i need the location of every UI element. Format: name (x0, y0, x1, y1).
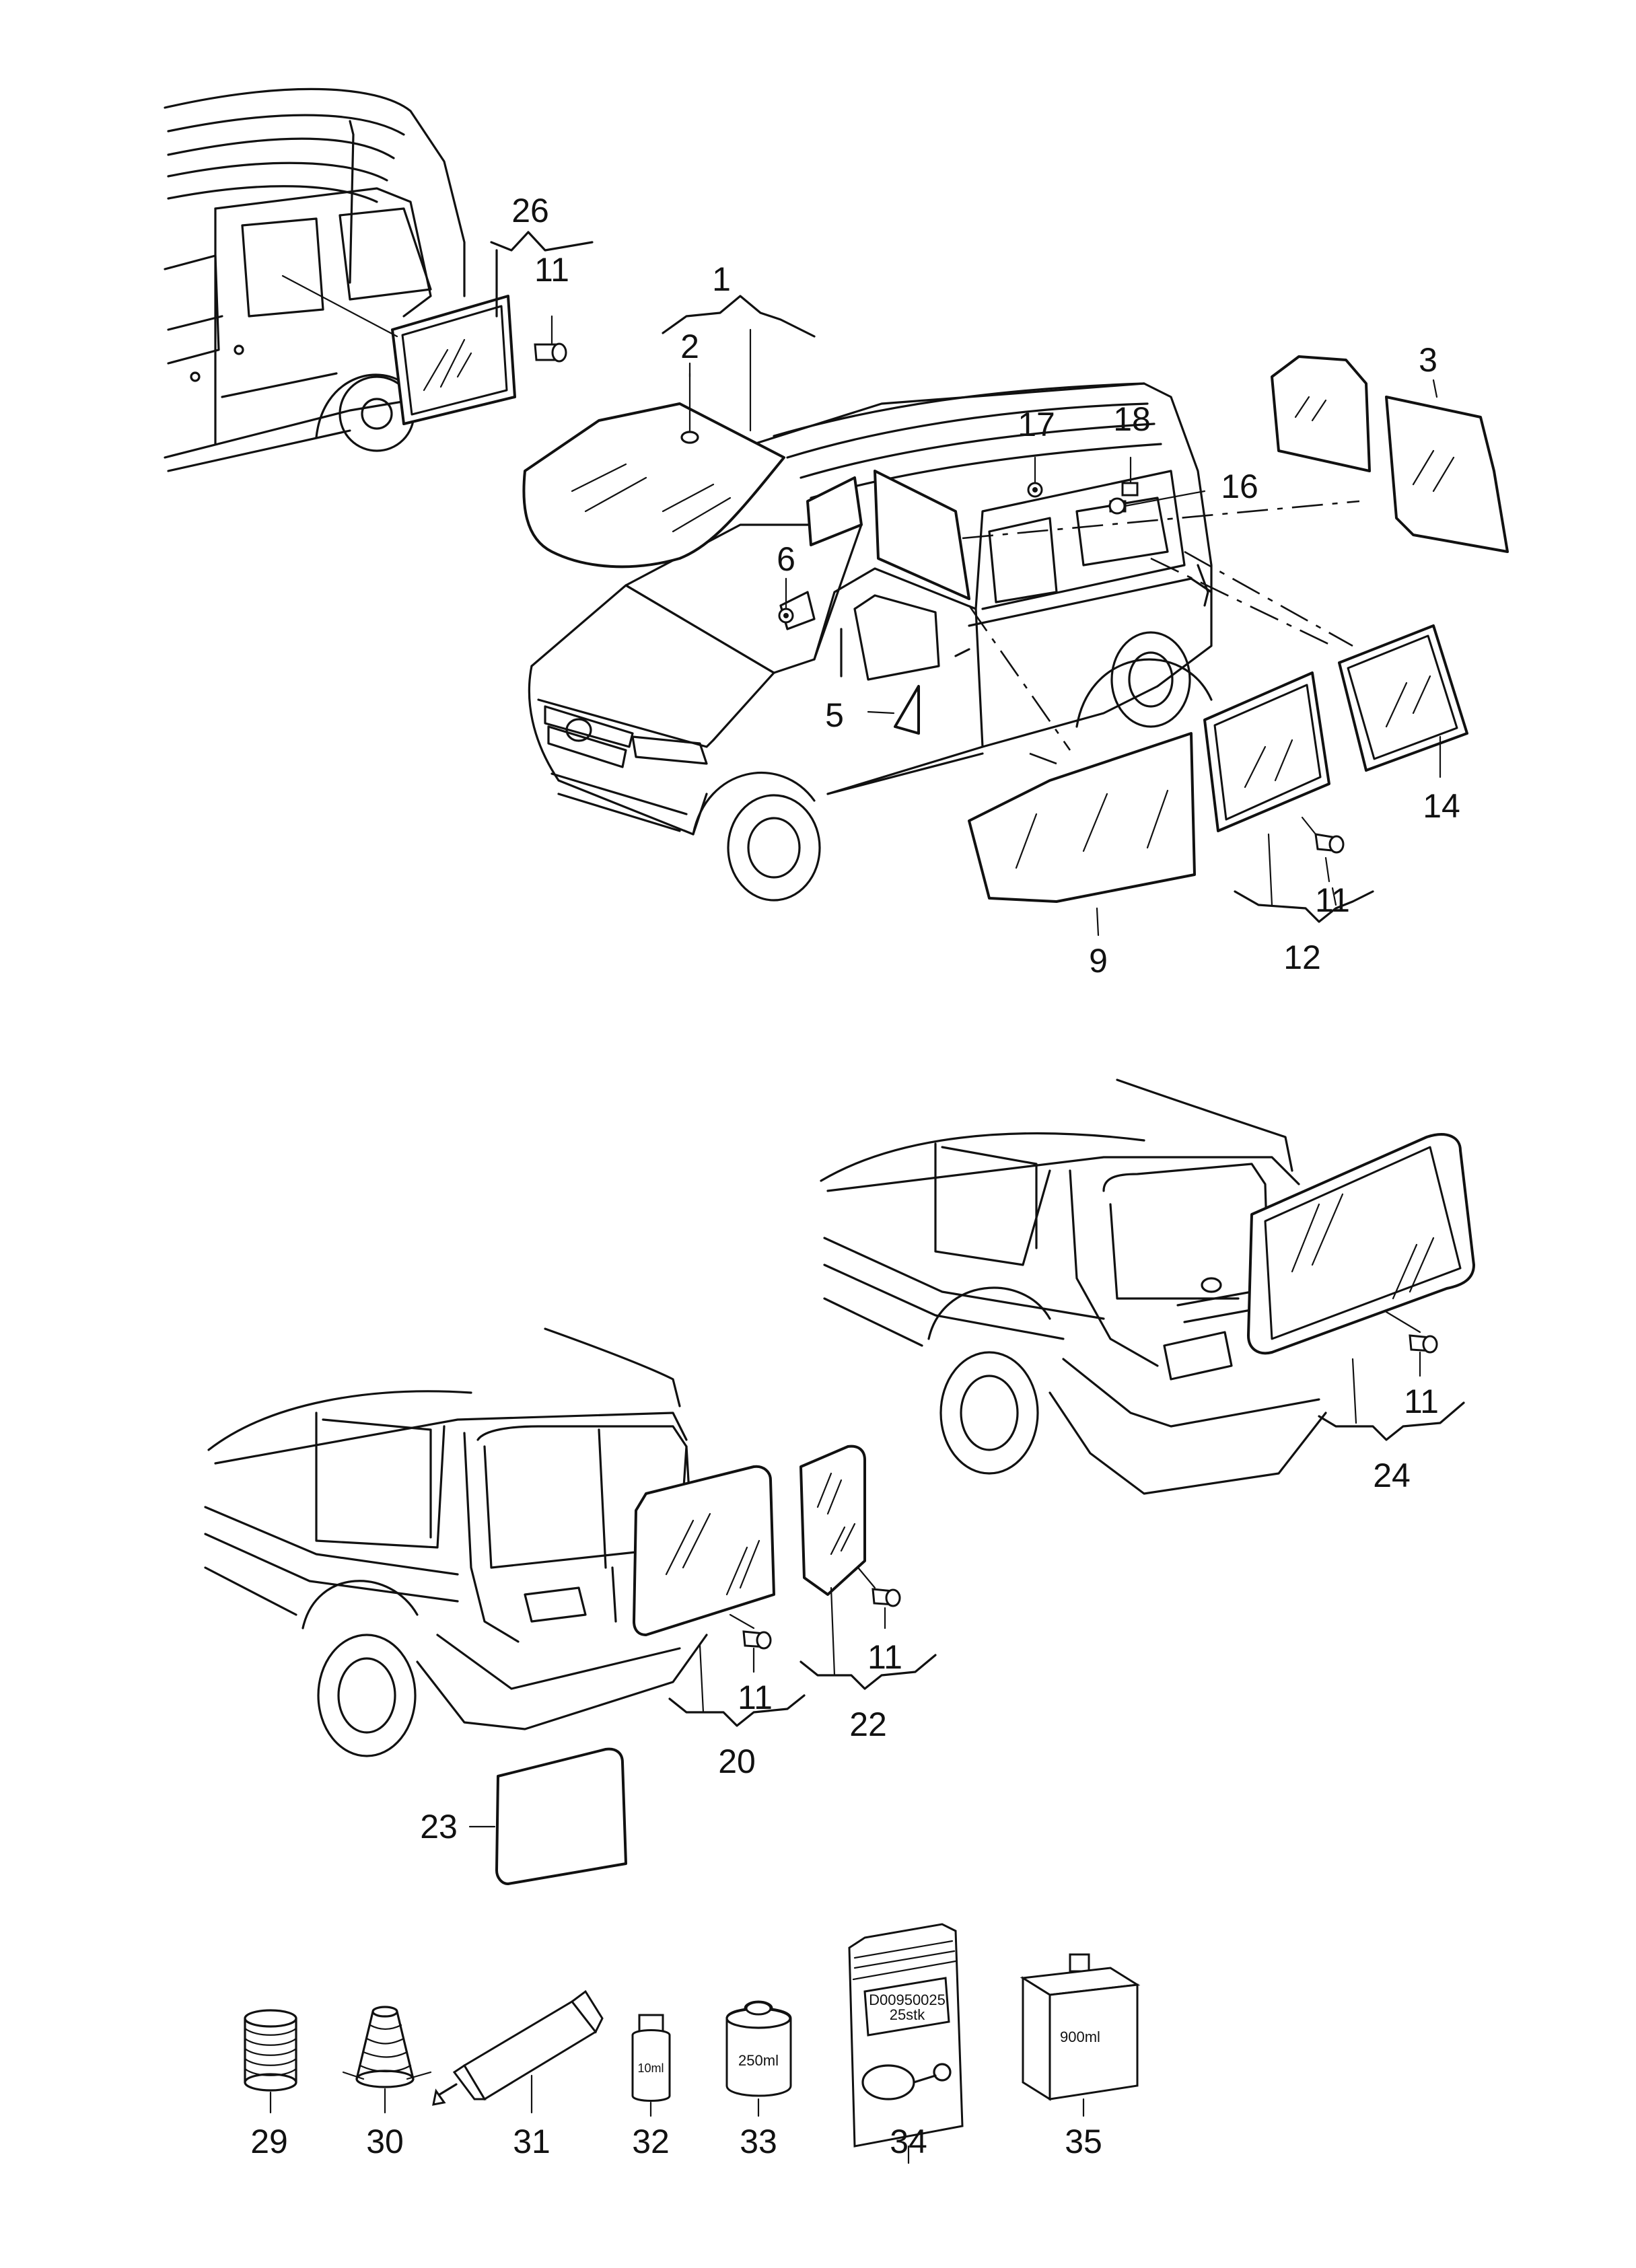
bag-partno: D00950025 (869, 1991, 946, 2008)
windscreen-glass (522, 402, 785, 569)
bag-qty: 25stk (890, 2006, 926, 2023)
callout-31: 31 (513, 2123, 550, 2160)
cleaner-can-35: 900ml (1020, 1953, 1141, 2117)
callout-6: 6 (777, 540, 795, 578)
callout-33: 33 (740, 2123, 777, 2160)
bracket-26 (490, 231, 594, 252)
bolt-11c (1409, 1334, 1438, 1377)
callout-17: 17 (1018, 406, 1055, 443)
callout-2: 2 (680, 328, 699, 365)
van-rear-side-view (164, 87, 466, 472)
callout-35: 35 (1065, 2123, 1102, 2160)
callout-18: 18 (1113, 400, 1151, 438)
callout-11-right: 11 (1315, 881, 1350, 919)
foam-coil-29 (244, 2009, 297, 2114)
clip-6 (778, 581, 794, 624)
bottle-10ml-label: 10ml (637, 2061, 664, 2075)
glass-22 (799, 1444, 876, 1596)
callout-14: 14 (1423, 787, 1460, 825)
callout-20: 20 (718, 1743, 756, 1780)
bolt-11b (1301, 816, 1345, 883)
callout-30: 30 (366, 2123, 404, 2160)
van-rear-tailgate-view (820, 1078, 1327, 1495)
callout-34: 34 (890, 2123, 927, 2160)
van-rear-barndoor-view (204, 1327, 708, 1757)
bolt-11a (534, 315, 567, 363)
callout-26: 26 (511, 192, 549, 229)
glass-3 (1271, 355, 1509, 553)
clip-16 (1108, 490, 1206, 515)
repair-kit-bag-34: D00950025 25stk (848, 1923, 964, 2164)
sealing-strip-30 (342, 2006, 432, 2114)
van-front-view (528, 382, 1213, 902)
callout-29: 29 (250, 2123, 288, 2160)
primer-bottle-32: 10ml (631, 2014, 671, 2117)
callout-3: 3 (1419, 341, 1437, 379)
door-glass-raised (806, 470, 970, 600)
callout-11-tailgate: 11 (1404, 1383, 1439, 1420)
callout-22: 22 (849, 1706, 887, 1743)
callout-24: 24 (1373, 1457, 1411, 1494)
adhesive-tube-31 (432, 1989, 604, 2114)
callout-11-door-left: 11 (738, 1679, 773, 1716)
callout-12: 12 (1283, 939, 1321, 976)
callout-11-top: 11 (534, 251, 569, 289)
callout-9: 9 (1089, 942, 1108, 980)
callout-11-door-right: 11 (867, 1638, 902, 1676)
callout-5: 5 (825, 696, 844, 734)
glass-14 (1338, 624, 1468, 778)
callout-32: 32 (632, 2123, 670, 2160)
bolt-11d (742, 1630, 772, 1673)
primer-tin-33: 250ml (725, 2000, 792, 2117)
bolt-11e (872, 1588, 901, 1630)
can-900ml-label: 900ml (1060, 2028, 1100, 2045)
callout-labels: 1 2 3 5 6 9 11 11 11 11 11 12 14 16 17 1… (250, 192, 1460, 2160)
clip-17 (1027, 456, 1043, 498)
glass-24 (1247, 1133, 1475, 1355)
glass-9 (968, 732, 1196, 903)
callout-23: 23 (420, 1808, 458, 1845)
callout-16: 16 (1221, 468, 1258, 505)
glass-26 (281, 275, 516, 425)
glass-23 (468, 1747, 627, 1885)
callout-1: 1 (712, 260, 731, 298)
tin-250ml-label: 250ml (738, 2052, 779, 2069)
glass-20 (633, 1465, 775, 1636)
glass-12 (1203, 671, 1330, 832)
